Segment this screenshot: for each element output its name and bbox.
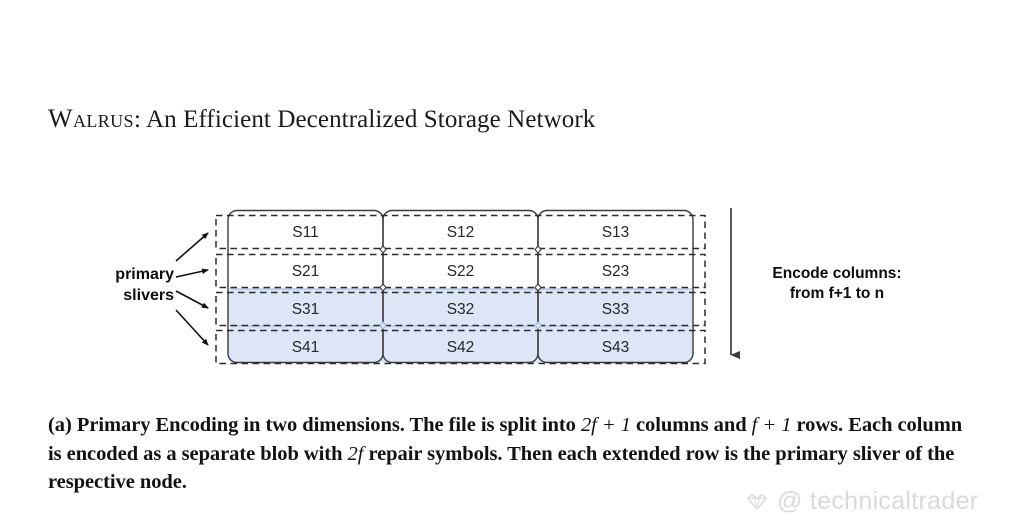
junction-marker — [379, 321, 387, 330]
primary-sliver-arrow-4 — [175, 309, 209, 346]
grid-cell-s31: S31 — [291, 301, 320, 318]
grid-cell-s23: S23 — [601, 263, 630, 280]
junction-marker — [534, 245, 542, 254]
primary-sliver-arrow-3 — [175, 290, 209, 309]
figure-caption: (a) Primary Encoding in two dimensions. … — [48, 411, 978, 497]
grid-cell-s12: S12 — [446, 224, 475, 241]
figure-primary-encoding: S11 S12 S13 S21 S22 S23 S31 S32 S33 S41 … — [52, 208, 932, 365]
grid-cell-s11: S11 — [292, 224, 319, 241]
primary-slivers-label-line1: primary — [115, 266, 174, 283]
encode-columns-label: Encode columns: from f+1 to n — [742, 264, 932, 304]
grid-cell-s43: S43 — [601, 339, 630, 356]
caption-math-3: 2f — [347, 442, 364, 465]
highlight-row-3 — [228, 288, 693, 326]
column-junction-group-lower — [379, 321, 542, 330]
encode-columns-label-line2: from f+1 to n — [789, 285, 885, 302]
page-title-rest: : An Efficient Decentralized Storage Net… — [133, 106, 596, 133]
grid-cell-s33: S33 — [601, 301, 630, 318]
junction-marker — [534, 321, 542, 330]
highlight-fill-group — [228, 288, 693, 363]
grid-cell-s21: S21 — [291, 263, 320, 280]
caption-label: (a) — [48, 414, 72, 436]
primary-sliver-arrow-group — [175, 232, 209, 346]
primary-sliver-arrow-1 — [175, 232, 209, 262]
grid-cell-s41: S41 — [291, 339, 320, 356]
grid-cell-s32: S32 — [446, 301, 475, 318]
primary-slivers-label-line2: slivers — [123, 287, 174, 304]
page-title-smallcaps: Walrus — [48, 104, 134, 133]
junction-marker — [534, 283, 542, 292]
caption-part-1: Primary Encoding in two dimensions. The … — [71, 414, 581, 436]
caption-part-2: columns and — [630, 414, 752, 436]
primary-slivers-label: primary slivers — [52, 264, 174, 306]
highlight-row-4 — [228, 325, 693, 363]
grid-cell-s13: S13 — [601, 224, 630, 241]
grid-cell-s42: S42 — [446, 339, 475, 356]
row-rect-4 — [215, 329, 706, 365]
primary-sliver-arrow-2 — [175, 268, 209, 278]
row-rect-2 — [215, 253, 706, 289]
caption-math-2: f + 1 — [751, 414, 792, 436]
junction-marker — [379, 283, 387, 292]
row-rect-3 — [215, 291, 706, 327]
page-title: Walrus: An Efficient Decentralized Stora… — [48, 104, 595, 134]
row-rect-1 — [215, 214, 706, 250]
row-rect-group — [215, 214, 706, 365]
junction-marker — [379, 245, 387, 254]
encode-columns-label-line1: Encode columns: — [772, 265, 902, 282]
caption-part-3: rows. Each column is encoded as a separa… — [48, 414, 963, 465]
column-junction-group — [379, 245, 542, 292]
caption-math-1: 2f + 1 — [580, 414, 631, 436]
caption-part-4: repair symbols. Then each extended row i… — [48, 442, 955, 494]
figure-canvas — [175, 208, 740, 365]
grid-cell-s22: S22 — [446, 263, 475, 280]
